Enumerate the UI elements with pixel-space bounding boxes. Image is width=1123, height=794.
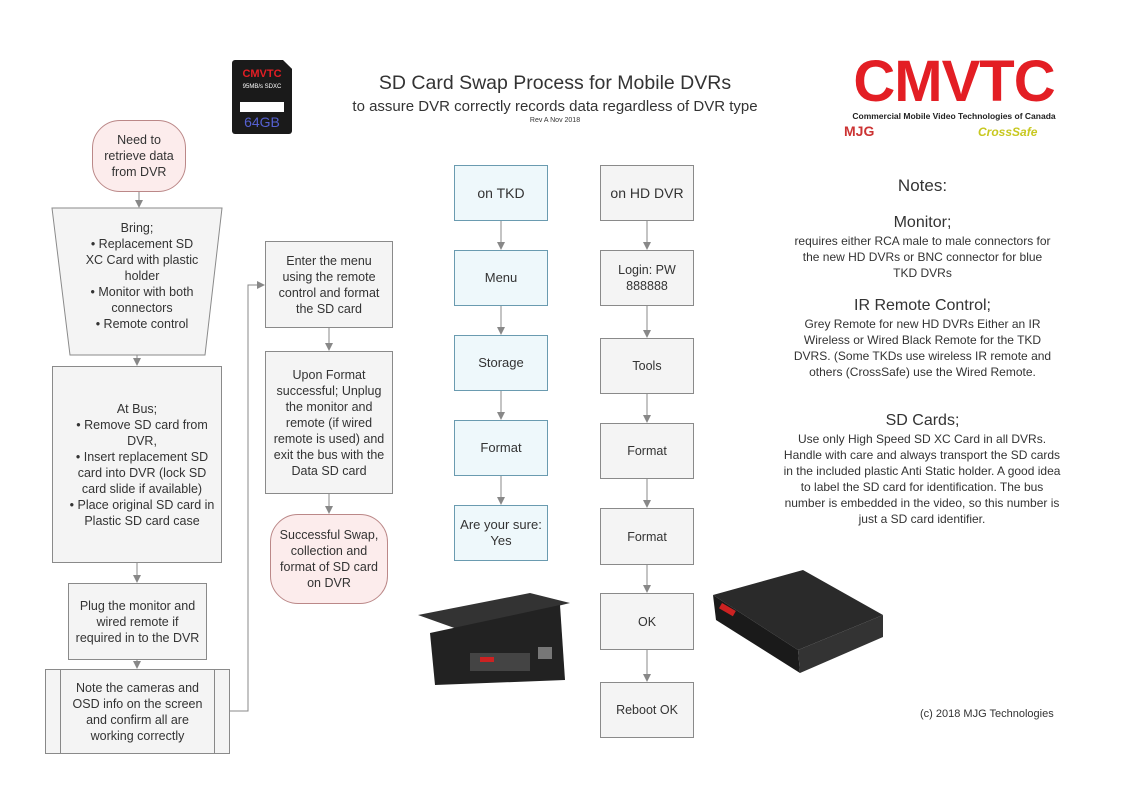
tkd-header: on TKD: [454, 165, 548, 221]
bring-step: Bring; Replacement SD XC Card with plast…: [72, 220, 202, 332]
note-cameras-step: Note the cameras and OSD info on the scr…: [45, 669, 230, 754]
copyright: (c) 2018 MJG Technologies: [920, 708, 1054, 720]
tkd-step: Menu: [454, 250, 548, 306]
notes-title: Notes:: [897, 176, 948, 195]
enter-menu-step: Enter the menu using the remote control …: [265, 241, 393, 328]
notes-monitor-text: requires either RCA male to male connect…: [794, 234, 1051, 280]
hd-dvr-image: [713, 570, 883, 673]
hd-header: on HD DVR: [600, 165, 694, 221]
hd-step: Format: [600, 508, 694, 565]
cmvtc-logo: CMVTC Commercial Mobile Video Technologi…: [844, 49, 1056, 140]
plug-step: Plug the monitor and wired remote if req…: [68, 583, 207, 660]
tkd-step: Format: [454, 420, 548, 476]
notes-sd-heading: SD Cards;: [885, 412, 960, 429]
upon-format-step: Upon Format successful; Unplug the monit…: [265, 351, 393, 494]
tkd-step: Are your sure: Yes: [454, 505, 548, 561]
page-subtitle: to assure DVR correctly records data reg…: [352, 98, 758, 115]
notes-remote-text: Grey Remote for new HD DVRs Either an IR…: [793, 317, 1052, 379]
page-title: SD Card Swap Process for Mobile DVRs: [378, 72, 732, 94]
notes-monitor-heading: Monitor;: [893, 214, 952, 231]
hd-step: OK: [600, 593, 694, 650]
hd-step: Reboot OK: [600, 682, 694, 738]
hd-step: Format: [600, 423, 694, 479]
hd-step: Tools: [600, 338, 694, 394]
tkd-dvr-image: [418, 593, 570, 685]
arrow: [230, 281, 265, 712]
revision: Rev A Nov 2018: [529, 117, 581, 124]
sd-card-image: CMVTC 95MB/s SDXC 64GB: [232, 60, 292, 134]
notes-sd-text: Use only High Speed SD XC Card in all DV…: [783, 432, 1061, 526]
hd-step: Login: PW 888888: [600, 250, 694, 306]
end-node: Successful Swap, collection and format o…: [270, 514, 388, 604]
at-bus-step: At Bus; Remove SD card from DVR,Insert r…: [52, 366, 222, 563]
tkd-step: Storage: [454, 335, 548, 391]
notes-remote-heading: IR Remote Control;: [854, 297, 991, 314]
start-node: Need to retrieve data from DVR: [92, 120, 186, 192]
